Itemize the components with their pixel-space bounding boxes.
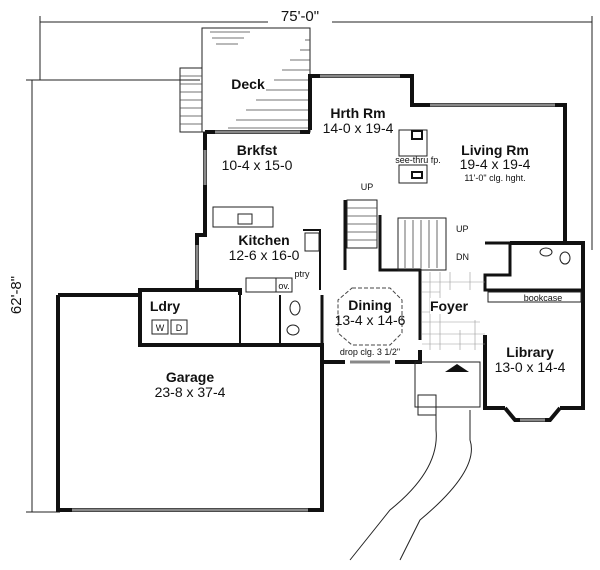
entry-arrow bbox=[445, 364, 469, 372]
exterior-walls bbox=[56, 74, 585, 512]
room-dining-size: 13-4 x 14-6 bbox=[335, 312, 406, 328]
room-foyer: Foyer bbox=[430, 298, 469, 314]
kitchen-fixtures: ov. ptry bbox=[212, 206, 320, 336]
room-kitchen-size: 12-6 x 16-0 bbox=[229, 247, 300, 263]
deck bbox=[179, 27, 311, 133]
windows bbox=[195, 74, 555, 422]
room-living-note: 11'-0" clg. hght. bbox=[464, 173, 525, 183]
laundry-fixtures: W D bbox=[151, 319, 188, 335]
depth-dimension: 62'-8" bbox=[8, 276, 25, 314]
room-hearth-size: 14-0 x 19-4 bbox=[323, 120, 394, 136]
room-laundry: Ldry bbox=[150, 298, 181, 314]
room-hearth: Hrth Rm bbox=[330, 105, 385, 121]
stair-up-label-2: UP bbox=[456, 224, 469, 234]
room-living-size: 19-4 x 19-4 bbox=[460, 156, 531, 172]
room-library-size: 13-0 x 14-4 bbox=[495, 359, 566, 375]
width-dimension-line: 75'-0" bbox=[39, 8, 593, 250]
interior-walls bbox=[239, 200, 583, 416]
room-dining: Dining bbox=[348, 297, 392, 313]
width-dimension: 75'-0" bbox=[281, 8, 319, 25]
oven-label: ov. bbox=[278, 281, 289, 291]
fireplace-label: see-thru fp. bbox=[395, 155, 441, 165]
room-breakfast-size: 10-4 x 15-0 bbox=[222, 157, 293, 173]
room-library: Library bbox=[506, 344, 554, 360]
room-garage: Garage bbox=[166, 369, 214, 385]
walkway bbox=[349, 410, 472, 561]
room-garage-size: 23-8 x 37-4 bbox=[155, 384, 226, 400]
stair-up-label: UP bbox=[361, 182, 374, 192]
dryer-label: D bbox=[176, 323, 183, 333]
dining-drop-ceiling bbox=[337, 287, 403, 346]
see-thru-fireplace: see-thru fp. bbox=[395, 129, 441, 184]
room-labels: Deck Hrth Rm 14-0 x 19-4 Brkfst 10-4 x 1… bbox=[150, 76, 566, 400]
pantry-label: ptry bbox=[294, 269, 310, 279]
room-dining-note: drop clg. 3 1/2" bbox=[340, 347, 400, 357]
depth-dimension-line: 62'-8" bbox=[8, 79, 200, 513]
library-fixtures: bookcase bbox=[487, 247, 582, 303]
room-deck: Deck bbox=[231, 76, 265, 92]
stair-down-label: DN bbox=[456, 252, 469, 262]
room-breakfast: Brkfst bbox=[237, 142, 278, 158]
bookcase-label: bookcase bbox=[524, 293, 563, 303]
room-kitchen: Kitchen bbox=[238, 232, 289, 248]
staircase: UP UP DN bbox=[346, 182, 469, 271]
room-living: Living Rm bbox=[461, 142, 529, 158]
washer-label: W bbox=[156, 323, 165, 333]
